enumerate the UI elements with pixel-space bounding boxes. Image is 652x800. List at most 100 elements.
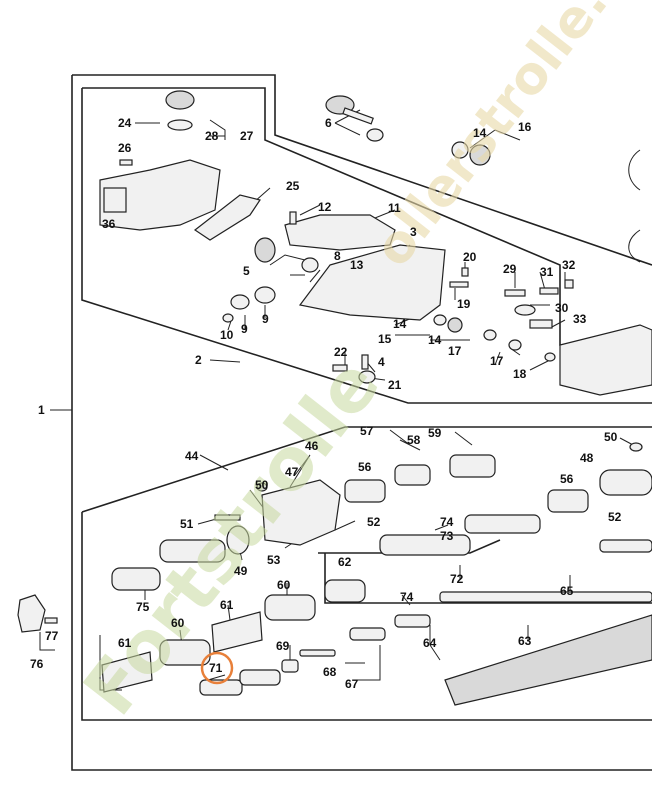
shaft-part-6 [342, 107, 374, 125]
sleeve-part-62 [324, 579, 366, 603]
pin-part-29 [504, 289, 526, 297]
label-61a: 61 [220, 598, 234, 612]
sleeve-part-59 [449, 454, 496, 478]
label-28: 28 [205, 129, 219, 143]
screw-part-12 [289, 211, 297, 225]
label-part-36 [103, 187, 127, 213]
label-33: 33 [573, 312, 587, 326]
label-19: 19 [457, 297, 471, 311]
label-24: 24 [118, 116, 132, 130]
sleeve-part-67 [349, 627, 386, 641]
sleeve-part-58 [394, 464, 431, 486]
shaft-part-63 [439, 591, 652, 603]
label-65: 65 [560, 584, 574, 598]
label-60a: 60 [277, 578, 291, 592]
nut-part-6 [366, 128, 384, 142]
cap-part-24 [165, 90, 195, 110]
group-67-frame [324, 553, 652, 604]
parts-graphics [17, 90, 652, 706]
bearing-part-9 [230, 294, 250, 310]
sleeve-part-60b [159, 639, 211, 666]
chain-segment [628, 229, 641, 263]
washer-part-16 [451, 141, 469, 159]
label-5: 5 [243, 264, 250, 278]
chain-segment [628, 149, 641, 191]
label-29: 29 [503, 262, 517, 276]
label-27: 27 [240, 129, 254, 143]
label-31: 31 [540, 265, 554, 279]
label-1: 1 [38, 403, 45, 417]
washer-part-18 [544, 352, 556, 362]
pin-part-31 [539, 287, 559, 295]
assembly-frame-left [71, 75, 652, 771]
label-46: 46 [305, 439, 319, 453]
label-17b: 17 [490, 354, 504, 368]
label-2: 2 [195, 353, 202, 367]
spring-part-61b [101, 651, 153, 693]
label-15: 15 [378, 332, 392, 346]
label-60b: 60 [171, 616, 185, 630]
label-17a: 17 [448, 344, 462, 358]
handle-part-48 [599, 469, 652, 496]
washer-part-10 [222, 313, 234, 323]
label-18: 18 [513, 367, 527, 381]
part-30 [514, 304, 536, 316]
nut-part-32 [564, 279, 574, 289]
label-30: 30 [555, 301, 569, 315]
nut-part-50 [256, 482, 268, 492]
group-72-frame [318, 539, 501, 554]
gear-part-5 [254, 237, 276, 263]
washer-part-17b [508, 339, 522, 351]
sleeve-part-57 [344, 479, 386, 503]
label-8: 8 [334, 249, 341, 263]
label-74a: 74 [440, 515, 454, 529]
washer-part-15 [433, 314, 447, 326]
label-52b: 52 [608, 510, 622, 524]
tube-part-72 [379, 534, 471, 556]
tube-part-63 [444, 614, 652, 706]
label-3: 3 [410, 225, 417, 239]
watermark-right: ollerstrolle.com [363, 0, 652, 278]
label-50b: 50 [604, 430, 618, 444]
spring-part-61 [211, 611, 263, 653]
label-9b: 9 [262, 312, 269, 326]
label-13: 13 [350, 258, 364, 272]
label-58: 58 [407, 433, 421, 447]
label-36: 36 [102, 217, 116, 231]
sprocket-part-14b [447, 317, 463, 333]
bearing-part-8 [301, 257, 319, 273]
label-25: 25 [286, 179, 300, 193]
label-52a: 52 [367, 515, 381, 529]
label-49: 49 [234, 564, 248, 578]
label-20: 20 [463, 250, 477, 264]
label-53: 53 [267, 553, 281, 567]
sleeve-part-56 [547, 489, 589, 513]
label-32: 32 [562, 258, 576, 272]
sleeve-part-64 [394, 614, 431, 628]
label-76: 76 [30, 657, 44, 671]
gasket-part-25 [193, 194, 261, 241]
label-9: 9 [241, 322, 248, 336]
label-4: 4 [378, 355, 385, 369]
cover-part [559, 324, 652, 396]
label-69: 69 [276, 639, 290, 653]
tube-part-72b [464, 514, 541, 534]
label-11: 11 [388, 201, 401, 215]
part-labels: 1 2 3 4 5 6 8 9 9 10 11 12 13 14 14 14 1… [30, 116, 622, 691]
screw-part-50b [629, 442, 643, 452]
pin-part-68 [299, 649, 336, 657]
label-72: 72 [450, 572, 464, 586]
part-33 [529, 319, 553, 329]
label-61b: 61 [118, 636, 132, 650]
label-22: 22 [334, 345, 348, 359]
label-50a: 50 [255, 478, 269, 492]
screw-part-26 [119, 159, 133, 166]
label-51: 51 [180, 517, 194, 531]
label-44: 44 [185, 449, 199, 463]
label-71: 71 [209, 661, 223, 675]
label-73: 73 [440, 529, 454, 543]
label-68: 68 [323, 665, 337, 679]
cap-part-75 [111, 567, 161, 591]
housing-part-47 [261, 479, 341, 546]
